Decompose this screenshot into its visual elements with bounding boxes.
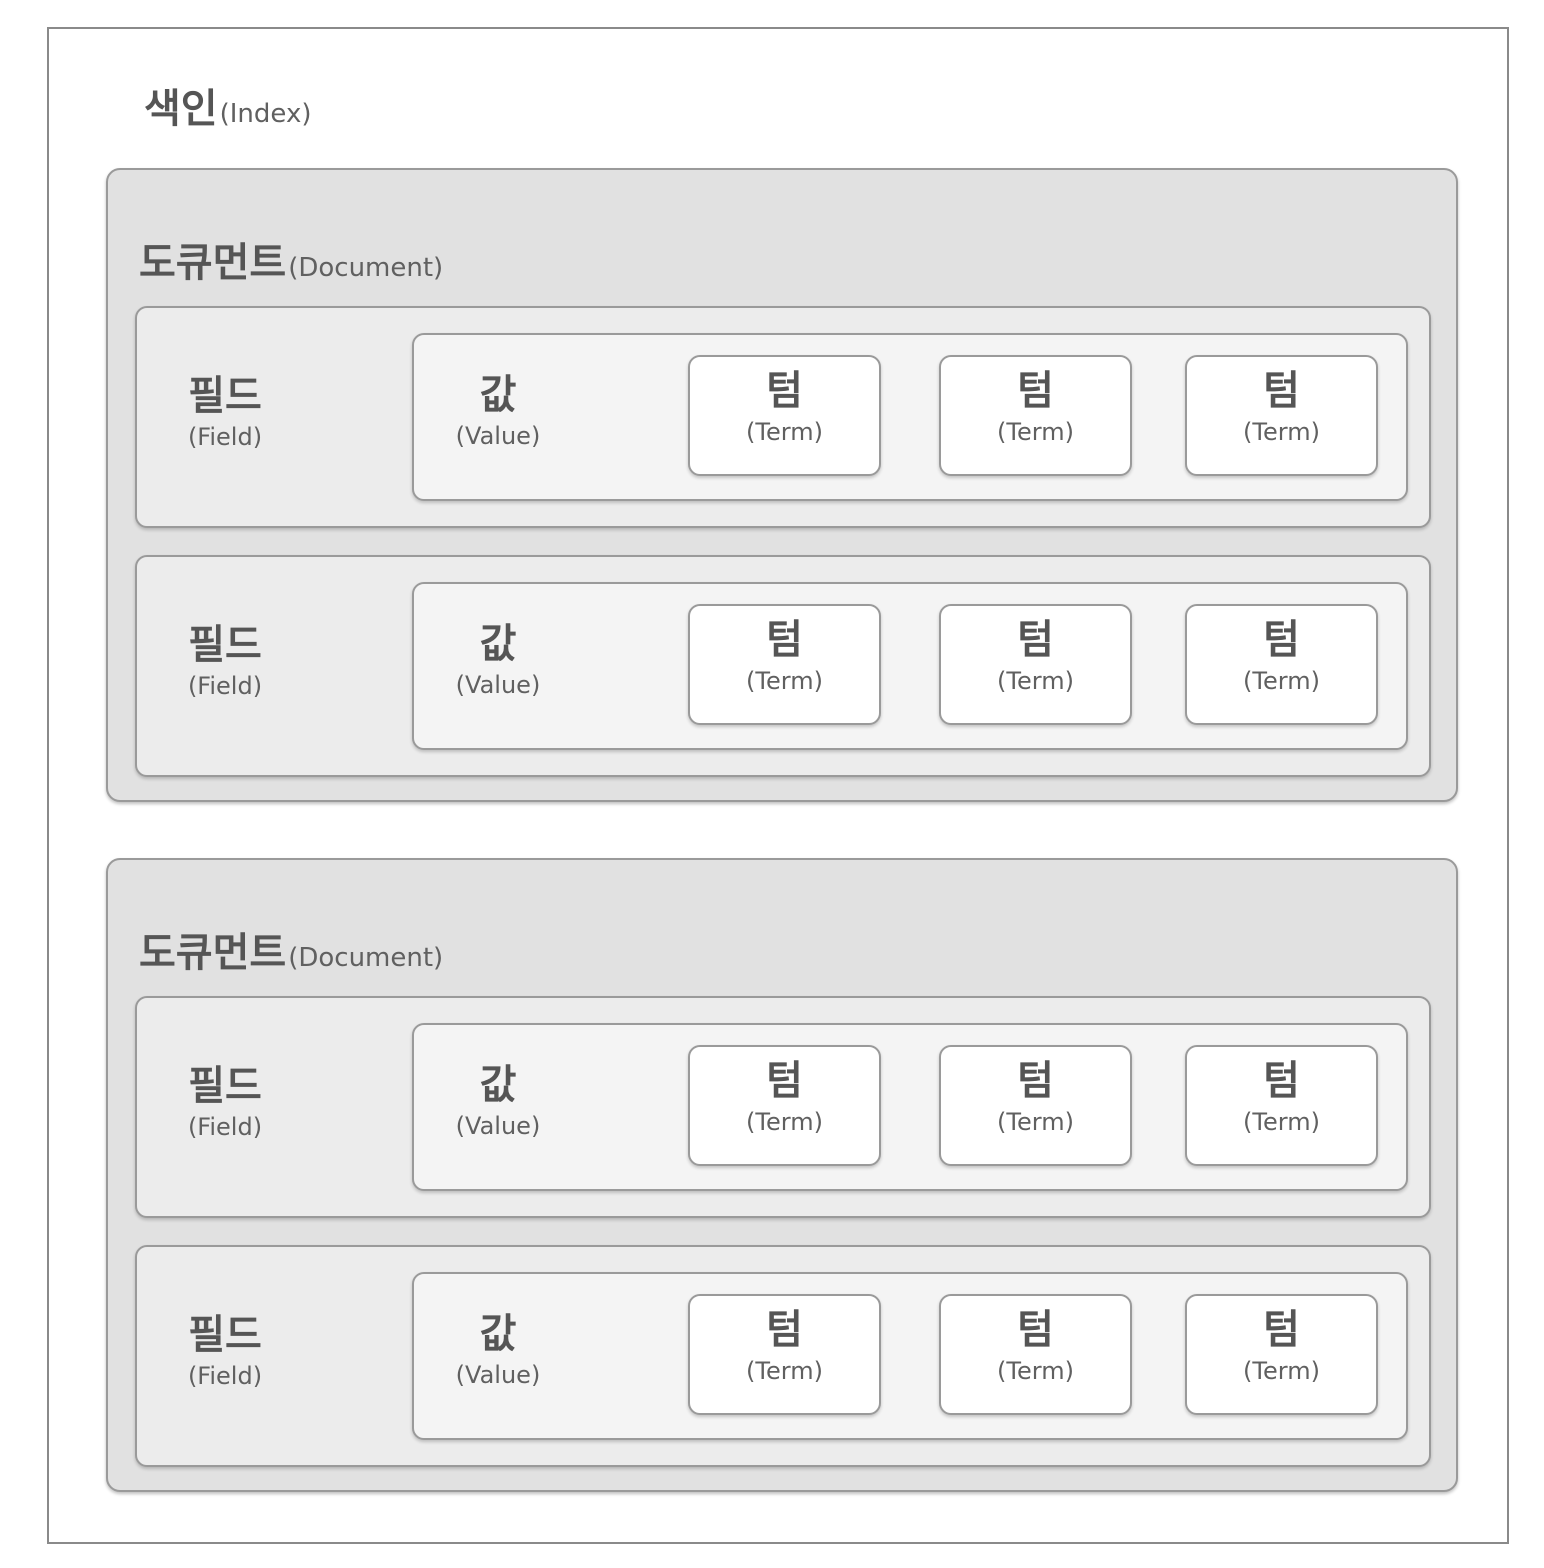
value-label-ko: 값 (479, 372, 517, 418)
term-label-ko: 텀 (1263, 368, 1300, 414)
term-label-ko: 텀 (766, 1307, 803, 1353)
field-box: 필드 (Field) 값 (Value) 텀 (Term) 텀 (Term) 텀 (Ter… (135, 306, 1431, 528)
value-label-en: (Value) (455, 1361, 541, 1389)
document-label-ko: 도큐먼트 (139, 930, 287, 976)
term-box: 텀 (Term) (688, 1045, 881, 1166)
term-label-ko: 텀 (766, 1058, 803, 1104)
term-label-en: (Term) (997, 1357, 1074, 1385)
term-label-ko: 텀 (1017, 1058, 1054, 1104)
field-label-en: (Field) (187, 672, 263, 700)
field-label: 필드 (Field) (165, 1313, 285, 1391)
term-label-ko: 텀 (1017, 368, 1054, 414)
document-box: 도큐먼트(Document) 필드 (Field) 값 (Value) 텀 (Term… (106, 168, 1458, 802)
term-label-en: (Term) (746, 667, 823, 695)
term-label-en: (Term) (746, 1357, 823, 1385)
value-label: 값 (Value) (438, 373, 558, 451)
value-label-ko: 값 (479, 1062, 517, 1108)
value-label-en: (Value) (455, 422, 541, 450)
value-box: 값 (Value) 텀 (Term) 텀 (Term) 텀 (Term) (412, 333, 1408, 501)
value-label: 값 (Value) (438, 1063, 558, 1141)
field-label-en: (Field) (187, 1113, 263, 1141)
field-label-ko: 필드 (188, 1312, 262, 1358)
term-label-en: (Term) (746, 1108, 823, 1136)
field-label: 필드 (Field) (165, 374, 285, 452)
value-label: 값 (Value) (438, 622, 558, 700)
field-label: 필드 (Field) (165, 623, 285, 701)
value-label-en: (Value) (455, 1112, 541, 1140)
term-label-en: (Term) (746, 418, 823, 446)
value-label: 값 (Value) (438, 1312, 558, 1390)
value-label-en: (Value) (455, 671, 541, 699)
term-label-ko: 텀 (1263, 1058, 1300, 1104)
term-box: 텀 (Term) (939, 1294, 1132, 1415)
term-label-ko: 텀 (766, 617, 803, 663)
value-box: 값 (Value) 텀 (Term) 텀 (Term) 텀 (Term) (412, 582, 1408, 750)
term-label-en: (Term) (1243, 1108, 1320, 1136)
term-label-ko: 텀 (1017, 1307, 1054, 1353)
term-box: 텀 (Term) (688, 355, 881, 476)
term-label-en: (Term) (1243, 1357, 1320, 1385)
term-box: 텀 (Term) (939, 355, 1132, 476)
field-box: 필드 (Field) 값 (Value) 텀 (Term) 텀 (Term) 텀 (Ter… (135, 996, 1431, 1218)
field-label-ko: 필드 (188, 373, 262, 419)
document-title: 도큐먼트(Document) (139, 230, 443, 288)
term-label-en: (Term) (997, 667, 1074, 695)
term-label-en: (Term) (997, 1108, 1074, 1136)
term-label-en: (Term) (997, 418, 1074, 446)
field-label: 필드 (Field) (165, 1064, 285, 1142)
term-label-ko: 텀 (1263, 617, 1300, 663)
term-label-ko: 텀 (1017, 617, 1054, 663)
index-label-en: (Index) (219, 99, 312, 129)
term-box: 텀 (Term) (688, 1294, 881, 1415)
document-label-en: (Document) (288, 253, 444, 283)
value-box: 값 (Value) 텀 (Term) 텀 (Term) 텀 (Term) (412, 1023, 1408, 1191)
field-label-ko: 필드 (188, 1063, 262, 1109)
document-label-en: (Document) (288, 943, 444, 973)
term-label-en: (Term) (1243, 418, 1320, 446)
term-box: 텀 (Term) (939, 604, 1132, 725)
term-label-ko: 텀 (1263, 1307, 1300, 1353)
field-label-en: (Field) (187, 423, 263, 451)
field-label-en: (Field) (187, 1362, 263, 1390)
term-label-ko: 텀 (766, 368, 803, 414)
document-label-ko: 도큐먼트 (139, 240, 287, 286)
field-label-ko: 필드 (188, 622, 262, 668)
term-box: 텀 (Term) (1185, 604, 1378, 725)
term-box: 텀 (Term) (688, 604, 881, 725)
value-label-ko: 값 (479, 1311, 517, 1357)
field-box: 필드 (Field) 값 (Value) 텀 (Term) 텀 (Term) 텀 (Ter… (135, 1245, 1431, 1467)
term-box: 텀 (Term) (1185, 1045, 1378, 1166)
field-box: 필드 (Field) 값 (Value) 텀 (Term) 텀 (Term) 텀 (Ter… (135, 555, 1431, 777)
document-box: 도큐먼트(Document) 필드 (Field) 값 (Value) 텀 (Term… (106, 858, 1458, 1492)
index-title: 색인(Index) (144, 76, 311, 134)
index-label-ko: 색인 (144, 86, 218, 132)
term-label-en: (Term) (1243, 667, 1320, 695)
term-box: 텀 (Term) (1185, 355, 1378, 476)
term-box: 텀 (Term) (1185, 1294, 1378, 1415)
value-box: 값 (Value) 텀 (Term) 텀 (Term) 텀 (Term) (412, 1272, 1408, 1440)
document-title: 도큐먼트(Document) (139, 920, 443, 978)
value-label-ko: 값 (479, 621, 517, 667)
index-container: 색인(Index) 도큐먼트(Document) 필드(Field) 값(Val… (47, 27, 1509, 1544)
term-box: 텀 (Term) (939, 1045, 1132, 1166)
